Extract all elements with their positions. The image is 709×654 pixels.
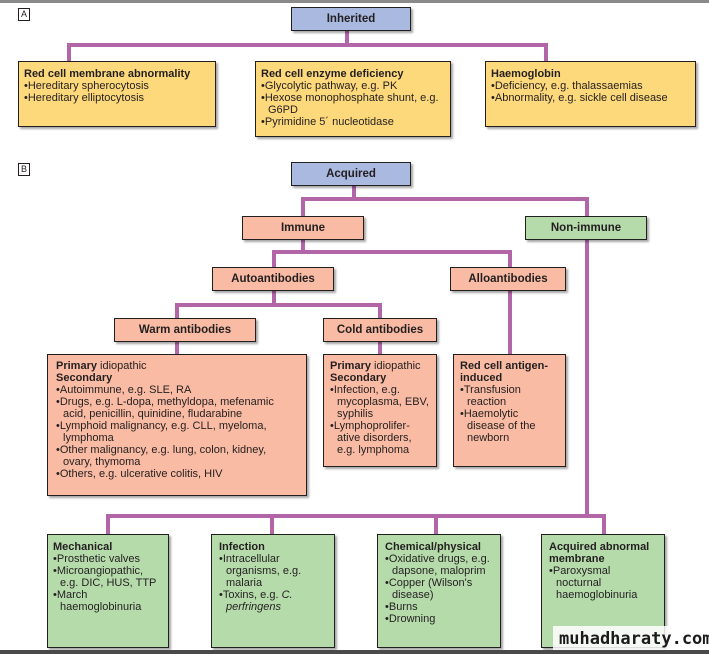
section-a-label: A [18, 8, 30, 21]
connector [175, 341, 179, 355]
connector [352, 186, 356, 200]
list-item: Microangiopathic, e.g. DIC, HUS, TTP [53, 565, 163, 589]
connector [378, 303, 382, 319]
infection-box: Infection Intracellular organisms, e.g. … [211, 534, 335, 648]
top-border [0, 0, 709, 3]
acquired-label: Acquired [326, 168, 376, 180]
list-item: Paroxysmal nocturnal haemoglobinuria [549, 565, 657, 601]
acquired-node: Acquired [291, 162, 411, 186]
non-immune-label: Non-immune [550, 222, 622, 234]
enzyme-deficiency-box: Red cell enzyme deficiency Glycolytic pa… [255, 61, 451, 137]
inherited-label: Inherited [326, 13, 376, 25]
primary-text: idiopathic [370, 360, 421, 372]
list-item: Hereditary elliptocytosis [24, 92, 210, 104]
membrane-abnormality-box: Red cell membrane abnormality Hereditary… [18, 61, 216, 127]
list-item: Oxidative drugs, e.g. dapsone, maloprim [385, 553, 493, 577]
box-title: Chemical/physical [385, 541, 481, 553]
connector [270, 514, 274, 534]
inherited-node: Inherited [291, 7, 411, 31]
box-title: Red cell membrane abnormality [24, 68, 191, 80]
connector [508, 250, 512, 267]
box-title: Infection [219, 541, 265, 553]
connector [106, 514, 606, 518]
secondary-label: Secondary [330, 372, 387, 384]
box-title: Haemoglobin [491, 68, 561, 80]
list-item: Deficiency, e.g. thalassaemias [491, 80, 690, 92]
list-item: Drugs, e.g. L-dopa, methyldopa, mefenami… [56, 396, 298, 420]
connector [508, 290, 512, 355]
connector [585, 197, 589, 216]
toxins-text: Toxins, e.g. [222, 589, 279, 601]
box-title: Red cell antigen-induced [460, 360, 549, 384]
connector [67, 43, 71, 62]
bottom-border [0, 650, 709, 654]
haemoglobin-box: Haemoglobin Deficiency, e.g. thalassaemi… [485, 61, 696, 127]
list-item: Copper (Wilson's disease) [385, 577, 493, 601]
cold-antibodies-detail: Primary idiopathic Secondary Infection, … [323, 354, 437, 467]
chemical-physical-box: Chemical/physical Oxidative drugs, e.g. … [377, 534, 501, 648]
list-item: Toxins, e.g. C. perfringens [219, 589, 327, 613]
connector [272, 291, 276, 306]
connector [272, 250, 512, 254]
primary-label: Primary [56, 360, 97, 372]
cold-antibodies-label: Cold antibodies [336, 324, 424, 336]
autoantibodies-node: Autoantibodies [212, 267, 334, 291]
list-item: Lymphoid malignancy, e.g. CLL, myeloma, … [56, 420, 298, 444]
list-item: Hereditary spherocytosis [24, 80, 210, 92]
cold-antibodies-node: Cold antibodies [323, 318, 437, 342]
alloantibodies-node: Alloantibodies [450, 267, 566, 291]
toxin-organism: C. perfringens [226, 589, 293, 613]
list-item: Intracellular organisms, e.g. malaria [219, 553, 327, 589]
section-b-label: B [18, 163, 30, 176]
connector [434, 514, 438, 534]
connector [585, 238, 589, 518]
list-item: Autoimmune, e.g. SLE, RA [56, 384, 298, 396]
primary-label: Primary [330, 360, 371, 372]
watermark: muhadharaty.com [553, 626, 709, 652]
list-item: Transfusion reaction [460, 384, 559, 408]
list-item: Haemolytic disease of the newborn [460, 408, 559, 444]
connector [301, 239, 305, 253]
connector [301, 197, 589, 201]
warm-antibodies-label: Warm antibodies [138, 324, 232, 336]
connector [67, 43, 547, 47]
alloantibodies-detail: Red cell antigen-induced Transfusion rea… [453, 354, 566, 467]
mechanical-box: Mechanical Prosthetic valves Microangiop… [47, 534, 169, 648]
list-item: Abnormality, e.g. sickle cell disease [491, 92, 690, 104]
list-item: Drowning [385, 613, 493, 625]
list-item: Glycolytic pathway, e.g. PK [261, 80, 445, 92]
list-item: Prosthetic valves [53, 553, 163, 565]
list-item: Hexose monophosphate shunt, e.g. G6PD [261, 92, 445, 116]
warm-antibodies-detail: Primary idiopathic Secondary Autoimmune,… [47, 354, 307, 496]
connector [345, 30, 349, 45]
list-item: Infection, e.g. mycoplasma, EBV, syphili… [330, 384, 430, 420]
box-title: Red cell enzyme deficiency [261, 68, 404, 80]
immune-node: Immune [242, 216, 364, 240]
non-immune-node: Non-immune [525, 216, 647, 240]
box-title: Mechanical [53, 541, 113, 553]
connector [544, 43, 548, 62]
warm-antibodies-node: Warm antibodies [114, 318, 256, 342]
list-item: March haemoglobinuria [53, 589, 163, 613]
connector [106, 514, 110, 534]
immune-label: Immune [280, 222, 326, 234]
alloantibodies-label: Alloantibodies [468, 273, 548, 285]
primary-text: idiopathic [96, 360, 147, 372]
connector [378, 341, 382, 355]
connector [301, 197, 305, 216]
connector [175, 303, 382, 307]
list-item: Others, e.g. ulcerative colitis, HIV [56, 468, 298, 480]
autoantibodies-label: Autoantibodies [231, 273, 315, 285]
connector [602, 514, 606, 534]
list-item: Pyrimidine 5´ nucleotidase [261, 116, 445, 128]
box-title: Acquired abnormal membrane [549, 541, 650, 565]
connector [175, 303, 179, 319]
connector [272, 250, 276, 267]
list-item: Burns [385, 601, 493, 613]
secondary-label: Secondary [56, 372, 113, 384]
list-item: Other malignancy, e.g. lung, colon, kidn… [56, 444, 298, 468]
list-item: Lymphoprolifer-ative disorders, e.g. lym… [330, 420, 430, 456]
